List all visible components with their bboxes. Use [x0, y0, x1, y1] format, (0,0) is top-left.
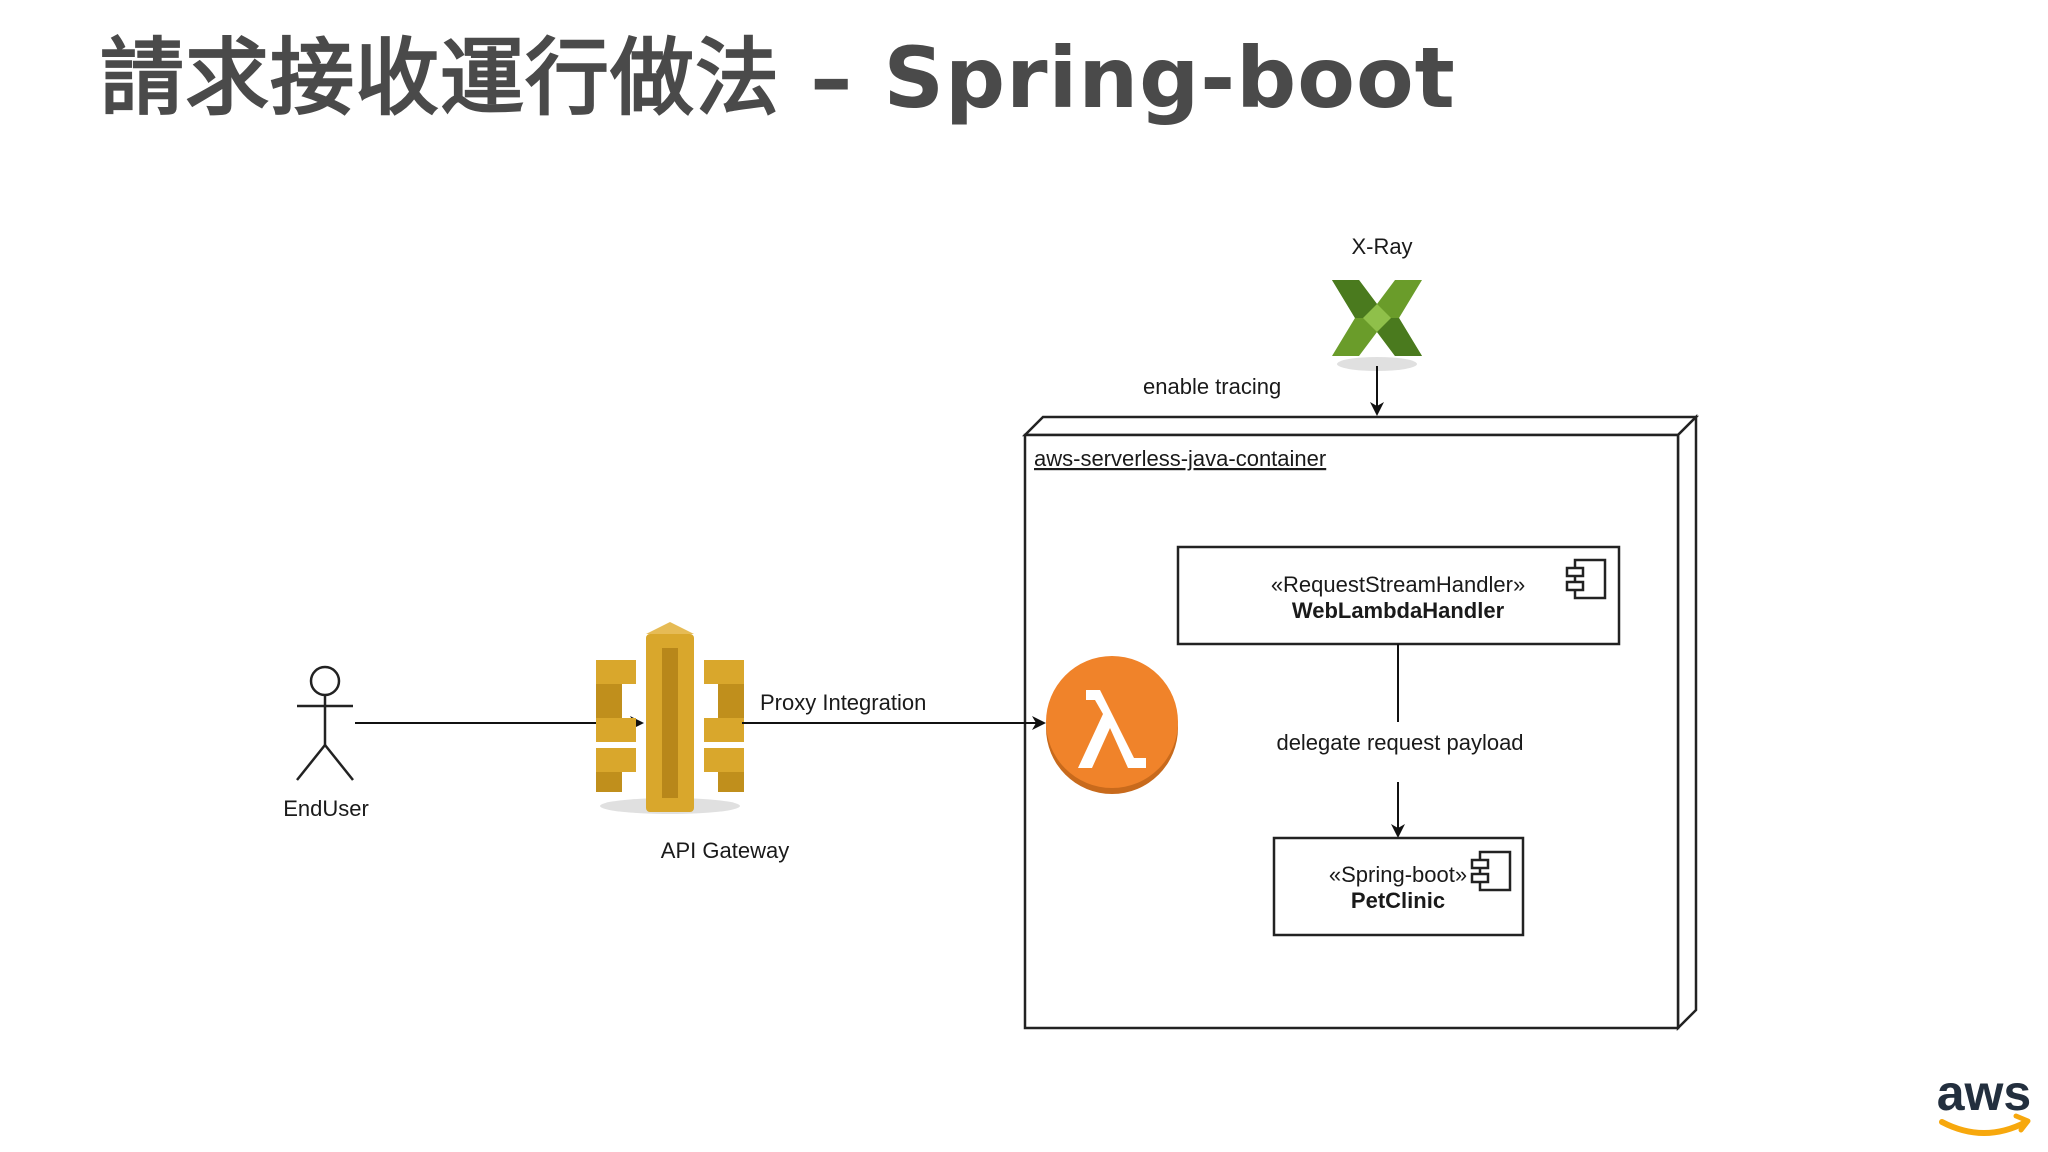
petclinic-stereotype: «Spring-boot» — [1329, 862, 1467, 887]
actor-icon — [296, 665, 354, 781]
aws-smile-icon — [1939, 1119, 2029, 1136]
api-gateway-label: API Gateway — [661, 838, 789, 863]
tracing-label: enable tracing — [1143, 374, 1281, 399]
container-label: aws-serverless-java-container — [1034, 446, 1326, 471]
page-title: 請求接收運行做法 – Spring-boot — [100, 29, 1456, 127]
aws-logo: aws — [1937, 1066, 2032, 1136]
petclinic-component: «Spring-boot» PetClinic — [1272, 836, 1525, 937]
petclinic-name: PetClinic — [1351, 888, 1445, 913]
xray-label: X-Ray — [1351, 234, 1412, 259]
api-gateway-node: API Gateway — [596, 622, 789, 863]
handler-stereotype: «RequestStreamHandler» — [1271, 572, 1525, 597]
handler-name: WebLambdaHandler — [1292, 598, 1505, 623]
end-user-node: EndUser — [283, 665, 369, 821]
api-gateway-icon — [596, 622, 744, 814]
xray-node: X-Ray enable tracing — [1143, 234, 1422, 416]
component-icon — [1565, 558, 1607, 600]
delegate-edge: delegate request payload — [1276, 644, 1524, 838]
proxy-edge: Proxy Integration — [742, 690, 1046, 730]
handler-component: «RequestStreamHandler» WebLambdaHandler — [1176, 545, 1621, 646]
end-user-label: EndUser — [283, 796, 369, 821]
lambda-icon — [1046, 656, 1178, 794]
aws-logo-text: aws — [1937, 1066, 2032, 1121]
lambda-node — [1046, 656, 1178, 794]
delegate-label: delegate request payload — [1276, 730, 1523, 755]
proxy-label: Proxy Integration — [760, 690, 926, 715]
component-icon — [1470, 850, 1512, 892]
xray-icon — [1332, 280, 1422, 371]
